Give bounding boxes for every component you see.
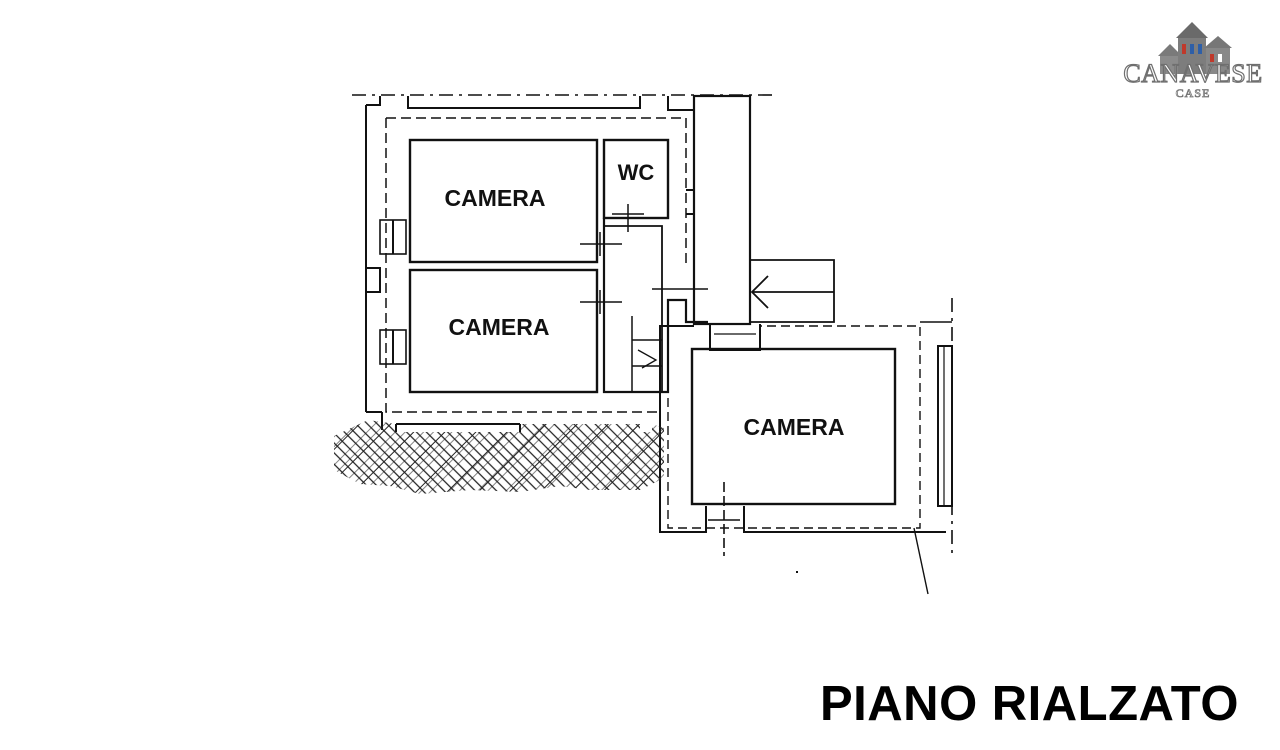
door-mark-2 [580,290,622,314]
room-label-camera-1: CAMERA [445,185,546,211]
room-label-wc: WC [618,160,655,185]
room-camera-3-outline [690,347,897,506]
entrance-arrow [750,275,834,309]
shaft [692,94,835,351]
room-camera-2-outline [408,268,599,394]
room-wc-outline [602,138,670,220]
right-outer-dashed [667,325,921,529]
logo-brand-text: CANAVESE [1123,59,1262,88]
room-label-camera-3: CAMERA [744,414,845,440]
door-mark-1 [580,232,622,256]
room-camera-1-outline [408,138,599,264]
canavese-case-logo: CANAVESE CASE [1123,22,1263,100]
floor-title: PIANO RIALZATO [800,676,1270,736]
left-wing [352,94,778,430]
stair-lines [631,316,662,392]
right-wing [659,298,953,595]
terrain [334,420,664,494]
door-mark-3 [612,204,644,232]
corridor-outline [602,218,708,394]
house-icon [1158,22,1232,74]
floor-title-text: PIANO RIALZATO [820,677,1239,731]
logo-sub-text: CASE [1176,86,1211,100]
room-label-camera-2: CAMERA [449,314,550,340]
